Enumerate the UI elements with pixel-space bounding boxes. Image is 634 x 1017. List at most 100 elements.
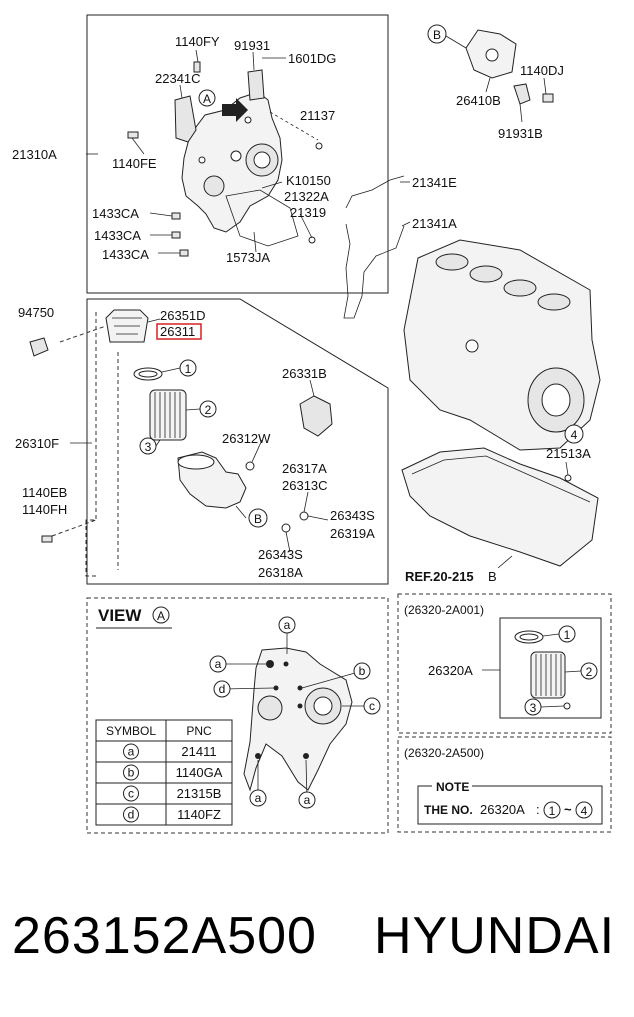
lead-26410b [485, 77, 491, 93]
label-1140dj: 1140DJ [520, 63, 564, 78]
ref-label-b: B [488, 569, 497, 584]
lead-21341a [401, 221, 411, 227]
lead-22341c [179, 84, 183, 99]
oil-filter-frame [86, 298, 389, 585]
view-a-callout-d [213, 680, 231, 698]
table-symbol-marker [123, 743, 139, 760]
kit-2a500-code: (26320-2A500) [404, 746, 484, 760]
note-frame [417, 785, 603, 825]
lead-kit-2 [564, 670, 582, 673]
timing-cover-port [203, 175, 225, 197]
label-1573ja: 1573JA [226, 250, 270, 265]
table-symbol-marker [123, 764, 139, 781]
kit-filter-element [530, 651, 566, 699]
view-a-callout-lead [301, 670, 363, 689]
gasket-21341a [343, 223, 405, 319]
table-symbol-d: d [128, 808, 135, 822]
view-a-bolt-d [273, 685, 279, 691]
view-a-bolt-c [297, 703, 303, 709]
note-from: 1 [549, 804, 556, 818]
bolt-1140eb [41, 535, 53, 543]
lead-21319 [299, 213, 313, 239]
label-26343s-2: 26343S [258, 547, 303, 562]
label-1433ca-3: 1433CA [102, 247, 149, 262]
label-1601dg: 1601DG [288, 51, 336, 66]
timing-cover-hole-1 [230, 150, 242, 162]
view-a-callout-a [298, 791, 316, 809]
lead-1140eb [51, 519, 97, 537]
view-a-callout-d-text: d [219, 682, 226, 696]
lead-91931b [519, 103, 523, 123]
kit-2a500-frame [397, 736, 612, 833]
plug-21319 [308, 236, 316, 244]
timing-cover-seal-inner [253, 151, 271, 169]
table-header-pnc: PNC [186, 724, 212, 738]
label-21310a: 21310A [12, 147, 57, 162]
label-26317a: 26317A [282, 461, 327, 476]
lead-26331b [309, 379, 315, 397]
lead-21513a [565, 461, 569, 476]
label-91931: 91931 [234, 38, 270, 53]
gasket-26331b [299, 395, 333, 437]
note-prefix: THE NO. [424, 803, 473, 817]
gasket-group: 21341E 21341A [343, 175, 457, 319]
footer-part-number: 263152A500 [12, 907, 317, 965]
table-symbol-a: a [128, 745, 135, 759]
view-a-dowel-a2 [283, 661, 289, 667]
note-to-marker [575, 801, 593, 819]
note-title-bg [432, 780, 472, 792]
callout-1-text: 1 [185, 362, 192, 376]
oil-pan-group: REF.20-215 B [401, 447, 599, 584]
filter-cap-ribs [112, 317, 142, 335]
lead-26313c [303, 491, 309, 513]
dowel-1433ca-3 [179, 249, 189, 257]
lead-26351d [147, 318, 161, 323]
table-symbol-c: c [128, 787, 134, 801]
lead-91931 [252, 51, 255, 71]
kit-2a001-frame [397, 593, 612, 734]
view-a-callout-c [363, 697, 381, 715]
detail-b-marker [427, 24, 447, 44]
label-26410b: 26410B [456, 93, 501, 108]
table-pnc-b: 1140GA [176, 765, 223, 780]
view-a-callout-lead [221, 687, 275, 690]
bracket-22341c [174, 95, 197, 143]
label-21513a: 21513A [546, 446, 591, 461]
kit-callout-1-text: 1 [564, 628, 571, 642]
block-crank-bore [541, 383, 571, 417]
view-a-callout-a [249, 789, 267, 807]
view-a-title-letter: A [157, 609, 165, 623]
dowel-1433ca-2 [171, 231, 181, 239]
cylinder-2 [469, 265, 503, 283]
note-tilde: ~ [564, 802, 572, 817]
note-from-marker [543, 801, 561, 819]
label-26331b: 26331B [282, 366, 327, 381]
lead-1140fy [195, 49, 199, 63]
note-pnc: 26320A [480, 802, 525, 817]
note-title: NOTE [436, 780, 469, 794]
table-header-symbol: SYMBOL [106, 724, 156, 738]
label-k10150: K10150 [286, 173, 331, 188]
note-to: 4 [581, 804, 588, 818]
plug-21513a [564, 474, 572, 482]
timing-cover-part [181, 91, 283, 233]
view-a-callout-b [353, 662, 371, 680]
view-a-callout-c-text: c [369, 699, 375, 713]
table-cell-pnc [165, 803, 233, 826]
table-pnc-c: 21315B [177, 786, 222, 801]
footer-brand: HYUNDAI [374, 907, 616, 965]
view-a-bolt-b [297, 685, 303, 691]
label-21341a: 21341A [412, 216, 457, 231]
label-26310f: 26310F [15, 436, 59, 451]
lead-1140fe [131, 137, 145, 155]
label-21341e: 21341E [412, 175, 457, 190]
kit-2a500-group: (26320-2A500) NOTE THE NO. 26320A : 1 ~ … [397, 736, 612, 833]
view-a-marker [198, 89, 216, 107]
note-sep: : [536, 802, 540, 817]
kit-2a001-inner-frame [499, 617, 602, 719]
bracket-b-group: B 1140DJ 26410B 91931B [427, 24, 564, 141]
lead-kit-3 [540, 705, 565, 708]
callout-3-text: 3 [145, 440, 152, 454]
oring-26313c [299, 511, 309, 521]
